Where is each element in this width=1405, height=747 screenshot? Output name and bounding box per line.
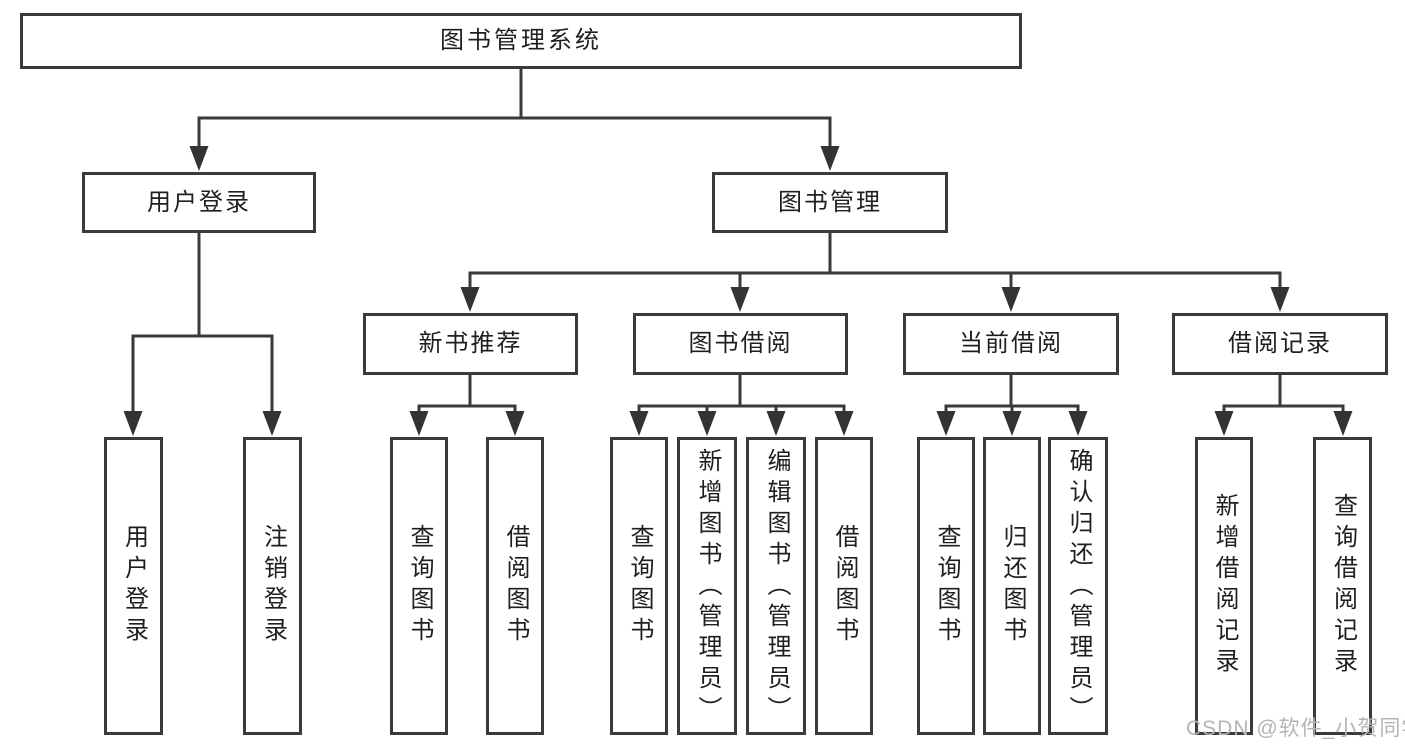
- leaf-query-borrow-record: 查询借阅记录: [1313, 437, 1372, 735]
- leaf-user-login: 用户登录: [104, 437, 163, 735]
- leaf-add-books-admin: 新增图书（管理员）: [677, 437, 737, 735]
- node-book-management: 图书管理: [712, 172, 948, 233]
- leaf-logout-login: 注销登录: [243, 437, 302, 735]
- node-user-login: 用户登录: [82, 172, 316, 233]
- leaf-edit-books-admin: 编辑图书（管理员）: [746, 437, 806, 735]
- arrowheads: [123, 146, 1353, 436]
- node-current-borrowing: 当前借阅: [903, 313, 1119, 375]
- leaf-confirm-return-admin: 确认归还（管理员）: [1048, 437, 1108, 735]
- node-borrow-records: 借阅记录: [1172, 313, 1388, 375]
- node-library-system: 图书管理系统: [20, 13, 1022, 69]
- leaf-add-borrow-record: 新增借阅记录: [1195, 437, 1253, 735]
- leaf-query-books-borrowing: 查询图书: [610, 437, 668, 735]
- leaf-borrow-books-borrowing: 借阅图书: [815, 437, 873, 735]
- node-book-borrowing: 图书借阅: [633, 313, 848, 375]
- leaf-borrow-books-recommend: 借阅图书: [486, 437, 544, 735]
- leaf-query-books-recommend: 查询图书: [390, 437, 448, 735]
- leaf-query-books-current: 查询图书: [917, 437, 975, 735]
- leaf-return-books: 归还图书: [983, 437, 1041, 735]
- node-new-book-recommend: 新书推荐: [363, 313, 578, 375]
